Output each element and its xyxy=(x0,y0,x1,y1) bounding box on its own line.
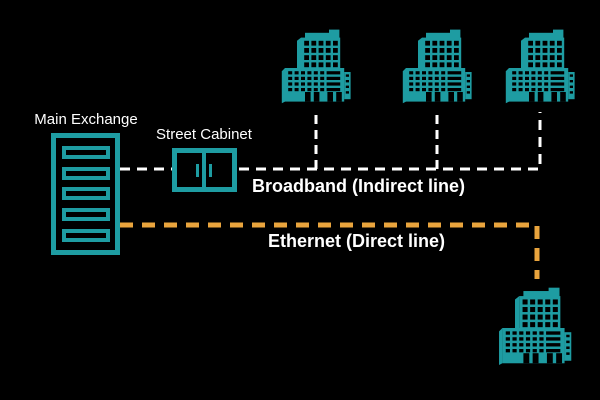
cabinet-divider xyxy=(202,153,206,187)
server-slot xyxy=(61,229,110,243)
building-icon xyxy=(402,27,474,109)
street-cabinet-node xyxy=(172,148,237,192)
ethernet-line xyxy=(120,222,540,279)
server-slot xyxy=(61,208,110,222)
cabinet-left-handle xyxy=(196,164,199,177)
ethernet-label: Ethernet (Direct line) xyxy=(268,231,446,251)
server-slot xyxy=(61,145,110,159)
main-exchange-node xyxy=(51,133,120,255)
broadband-label: Broadband (Indirect line) xyxy=(252,176,466,196)
street-cabinet-label: Street Cabinet xyxy=(156,126,252,143)
building-icon xyxy=(505,27,577,109)
building-icon xyxy=(281,27,353,109)
cabinet-right-handle xyxy=(209,164,212,177)
broadband-line xyxy=(120,112,542,171)
building-icon xyxy=(498,286,574,370)
server-slot xyxy=(61,187,110,201)
main-exchange-label: Main Exchange xyxy=(34,111,138,128)
server-slot xyxy=(61,166,110,180)
